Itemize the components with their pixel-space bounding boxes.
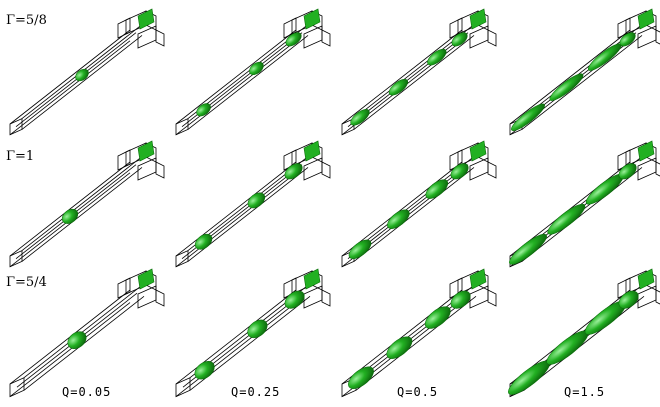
channel-panel [9,140,165,268]
droplet [427,48,447,66]
channel-panel [341,268,497,398]
junction-droplet [637,8,655,30]
col-label-q-0-25: Q=0.25 [231,385,281,399]
junction-droplet [303,140,321,162]
droplet [511,103,545,131]
droplet [348,366,374,389]
droplet [549,73,584,101]
droplet-pinching [619,32,636,47]
channel-panel [175,268,331,398]
col-label-q-0-05: Q=0.05 [62,385,112,399]
droplet [546,330,589,365]
channel-panel [175,140,331,268]
channel-panel [9,8,165,136]
droplet [547,203,586,235]
droplet-pinching [618,290,639,309]
droplet [249,61,264,75]
junction-droplet [469,8,487,30]
droplet [194,233,213,250]
droplet [508,360,550,395]
droplet [61,208,79,224]
droplet [587,43,622,71]
droplet [425,179,449,199]
droplet [348,239,372,260]
droplet [387,209,410,229]
junction-droplet [637,268,655,290]
channel-panel [341,140,497,268]
channel-panel [508,268,660,398]
droplet-pinching [284,290,305,309]
junction-droplet [137,8,155,30]
junction-droplet [469,268,487,290]
droplet [424,306,451,329]
droplet-pinching [450,290,471,309]
junction-droplet [637,140,655,162]
droplet-pinching [618,163,637,180]
droplet [386,336,413,359]
droplet [388,78,409,96]
channel-panel [175,8,331,136]
junction-droplet [137,268,155,290]
droplet [247,319,268,339]
channel-panel [9,268,165,398]
junction-droplet [303,8,321,30]
droplet-pinching [450,163,469,180]
col-label-q-1-5: Q=1.5 [564,385,606,399]
droplet [350,109,370,126]
droplet [509,233,547,265]
junction-droplet [137,140,155,162]
junction-droplet [303,268,321,290]
channel-panel [509,140,660,268]
row-label-gamma-5-4: Γ=5/4 [6,275,47,290]
col-label-q-0-5: Q=0.5 [397,385,439,399]
droplet [194,361,215,380]
junction-droplet [469,140,487,162]
droplet-pinching [451,32,468,47]
droplet [67,331,87,349]
channel-panel [509,8,660,136]
droplet-pinching [285,32,302,47]
row-label-gamma-5-8: Γ=5/8 [6,13,47,28]
droplet [247,192,266,209]
channel-panel [341,8,497,136]
droplet [75,68,89,82]
row-label-gamma-1: Γ=1 [6,149,35,164]
droplet [196,103,211,117]
droplet-pinching [284,163,303,180]
